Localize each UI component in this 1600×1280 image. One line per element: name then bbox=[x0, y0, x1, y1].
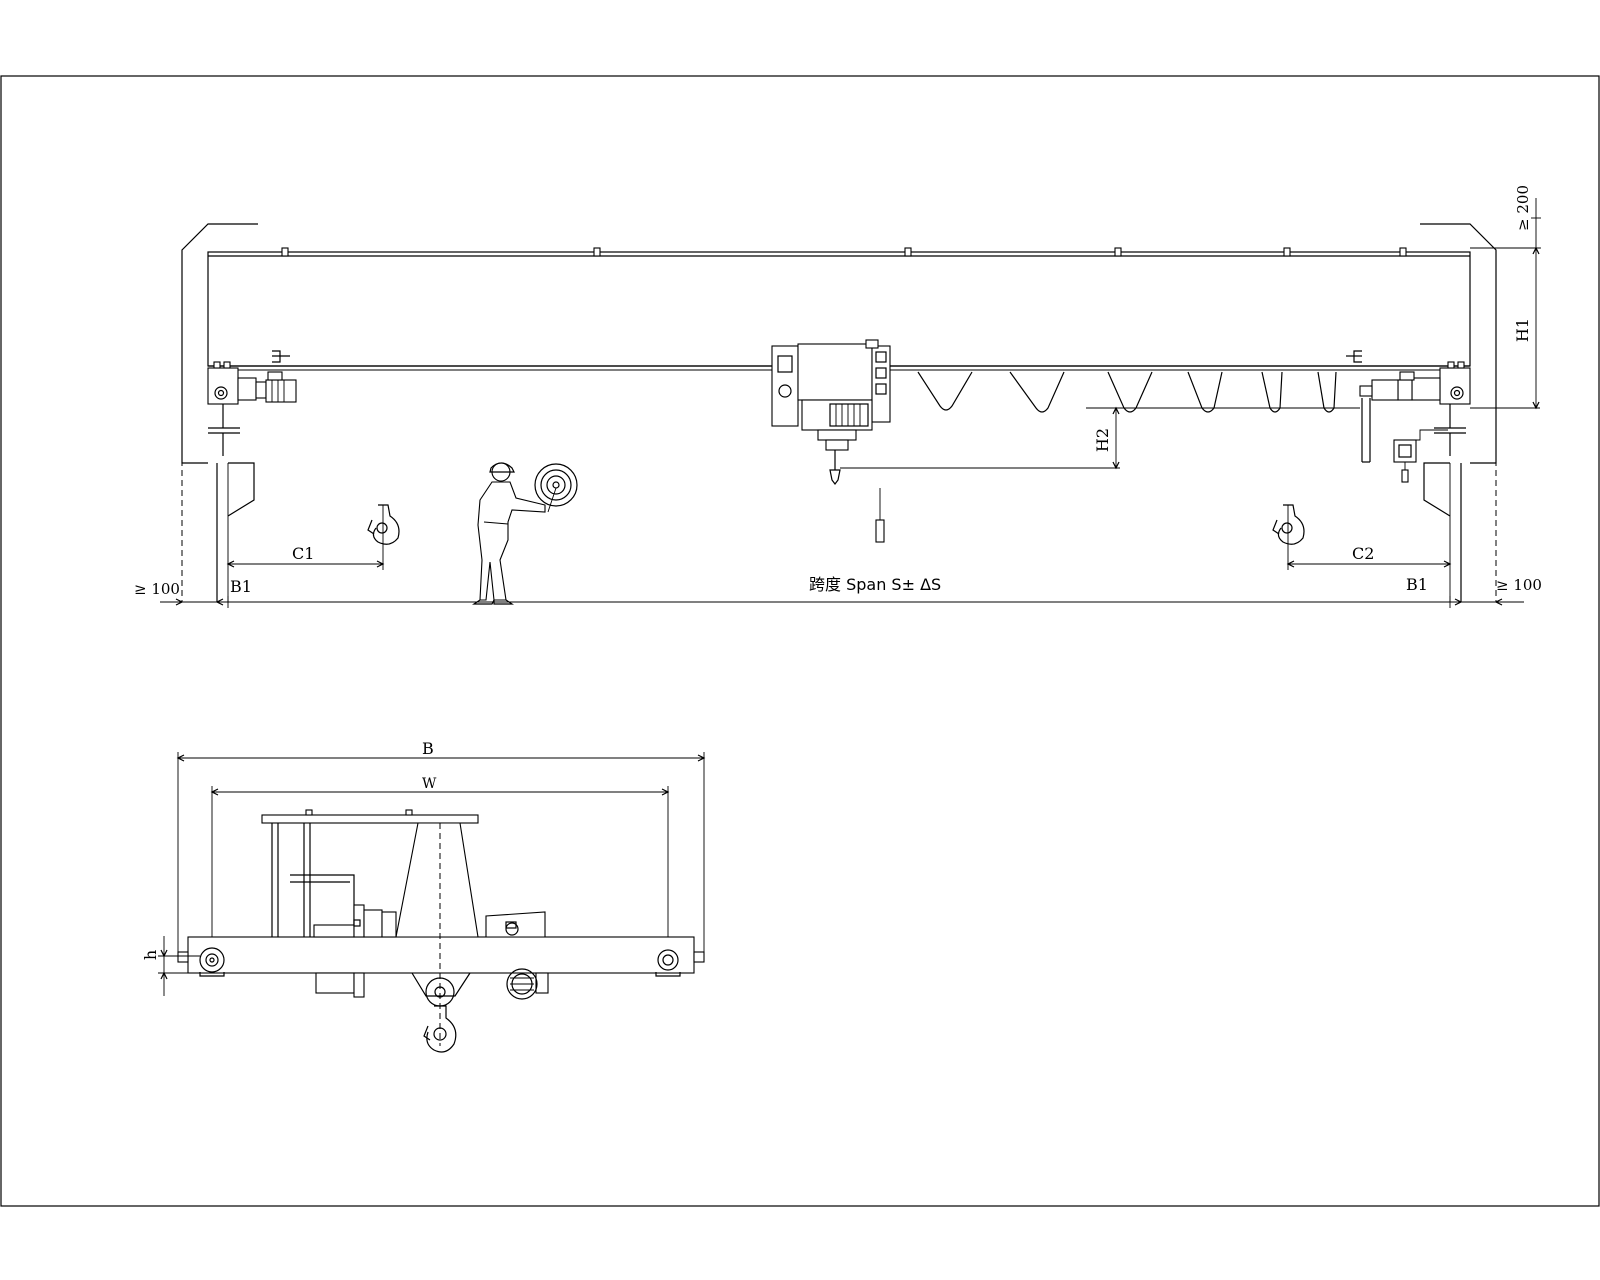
trolley-motor-housing bbox=[485, 911, 546, 938]
radio-remote-icon bbox=[534, 463, 578, 513]
dimension-span: ≥ 100 B1 跨度 Span S± ΔS B1 ≥ 100 bbox=[134, 575, 1542, 608]
left-travel-motor bbox=[237, 371, 297, 403]
hook-left-limit bbox=[367, 504, 400, 570]
dimension-h2: H2 bbox=[840, 406, 1360, 470]
dimension-w: W bbox=[210, 776, 670, 955]
label-h1: H1 bbox=[1513, 318, 1532, 342]
festoon-cable-loops bbox=[917, 371, 1337, 413]
side-view: ≥ 200 H1 H2 C1 bbox=[134, 185, 1542, 608]
label-b1-left: B1 bbox=[230, 577, 252, 596]
end-view: B W bbox=[141, 739, 706, 1053]
label-w: W bbox=[422, 776, 437, 792]
left-building-wall bbox=[181, 223, 258, 602]
end-carriage-beam bbox=[177, 936, 705, 977]
label-clear-right: ≥ 100 bbox=[1496, 576, 1542, 594]
right-junction-box bbox=[1393, 429, 1448, 483]
label-c2: C2 bbox=[1352, 544, 1374, 563]
label-h2: H2 bbox=[1093, 428, 1112, 452]
operator-figure bbox=[472, 462, 546, 605]
left-end-carriage bbox=[207, 361, 240, 456]
right-travel-motor bbox=[1359, 371, 1441, 463]
dimension-h1: H1 bbox=[1470, 246, 1540, 410]
hoist-gear-housing bbox=[290, 874, 397, 938]
drawing-frame bbox=[0, 75, 1600, 1207]
dimension-c2: C2 bbox=[1286, 544, 1452, 568]
right-limit-switch bbox=[1346, 350, 1362, 363]
trolley-travel-motor bbox=[506, 968, 549, 1000]
hoist-drum bbox=[315, 972, 471, 1007]
dimension-gap-top: ≥ 200 bbox=[1514, 185, 1541, 249]
main-girder-section bbox=[261, 809, 479, 1046]
festoon-clamps bbox=[281, 247, 1407, 257]
right-end-carriage bbox=[1434, 361, 1471, 456]
hook-right-limit bbox=[1272, 504, 1305, 570]
left-limit-switch bbox=[272, 350, 290, 363]
label-b1-right: B1 bbox=[1406, 575, 1428, 594]
right-building-wall bbox=[1420, 223, 1497, 602]
electric-hoist bbox=[771, 339, 891, 485]
label-b: B bbox=[422, 739, 434, 758]
pendant-control bbox=[875, 488, 885, 543]
label-h: h bbox=[141, 950, 160, 960]
dimension-b: B bbox=[176, 739, 706, 962]
label-gap-top: ≥ 200 bbox=[1514, 185, 1532, 231]
label-clear-left: ≥ 100 bbox=[134, 580, 180, 598]
dimension-c1: C1 bbox=[226, 544, 385, 568]
hook-block bbox=[423, 1005, 457, 1053]
dimension-h: h bbox=[141, 936, 200, 996]
label-c1: C1 bbox=[292, 544, 314, 563]
label-span: 跨度 Span S± ΔS bbox=[809, 575, 941, 594]
